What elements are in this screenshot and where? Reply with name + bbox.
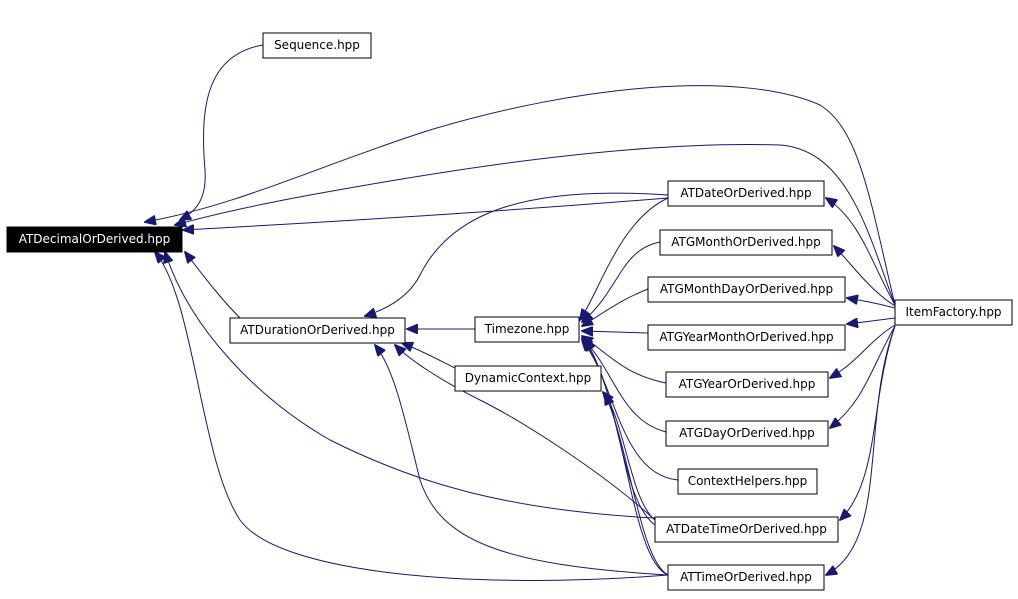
edge-atdate-to-timezone: [580, 197, 669, 320]
node-dynamiccontext[interactable]: DynamicContext.hpp: [454, 365, 602, 392]
edge-itemfactory-to-atdate: [826, 198, 896, 306]
node-atgyearorderived[interactable]: ATGYearOrDerived.hpp: [665, 371, 829, 398]
node-sequence[interactable]: Sequence.hpp: [262, 32, 372, 59]
node-label: ATGMonthOrDerived.hpp: [671, 235, 821, 249]
edge-atduration-to-atdecimal: [185, 252, 241, 319]
node-contexthelpers[interactable]: ContextHelpers.hpp: [677, 468, 818, 495]
node-label: ATDecimalOrDerived.hpp: [19, 232, 171, 246]
edge-sequence-to-atdecimal: [180, 44, 264, 220]
edge-attime-to-dynamiccontext: [605, 394, 669, 576]
node-label: Timezone.hpp: [484, 322, 570, 336]
edge-atgyearmonth-to-timezone: [582, 331, 649, 333]
node-label: ATDurationOrDerived.hpp: [240, 323, 395, 337]
edge-itemfactory-to-attime: [826, 325, 896, 575]
edge-itemfactory-to-atgyear: [830, 324, 896, 378]
node-atdurationorderived[interactable]: ATDurationOrDerived.hpp: [229, 317, 406, 344]
node-label: ContextHelpers.hpp: [688, 474, 808, 488]
node-label: ATDateTimeOrDerived.hpp: [666, 522, 827, 536]
node-atdateorderived[interactable]: ATDateOrDerived.hpp: [667, 180, 825, 207]
node-atgmonthorderived[interactable]: ATGMonthOrDerived.hpp: [659, 229, 833, 256]
node-atgdayorderived[interactable]: ATGDayOrDerived.hpp: [665, 420, 829, 447]
edge-itemfactory-to-atgyearmonth: [847, 317, 896, 324]
header-nodes: ATDecimalOrDerived.hpp Sequence.hpp ATDu…: [6, 32, 1013, 591]
edge-attime-to-atduration: [375, 345, 669, 576]
node-label: ATGYearOrDerived.hpp: [679, 377, 816, 391]
node-atdecimalorderived[interactable]: ATDecimalOrDerived.hpp: [6, 226, 183, 253]
node-itemfactory[interactable]: ItemFactory.hpp: [894, 299, 1013, 326]
node-label: ATGMonthDayOrDerived.hpp: [660, 282, 833, 296]
edge-atdate-to-atduration: [365, 192, 669, 316]
node-atdatetimeorderived[interactable]: ATDateTimeOrDerived.hpp: [654, 516, 839, 543]
edge-atdatetime-to-dynamiccontext: [603, 392, 656, 521]
node-timezone[interactable]: Timezone.hpp: [474, 316, 580, 343]
edge-contexthelpers-to-timezone: [582, 340, 679, 481]
edge-attime-to-atdecimal: [155, 252, 669, 581]
edge-atgmonth-to-timezone: [582, 241, 661, 322]
node-label: ATTimeOrDerived.hpp: [680, 570, 812, 584]
node-label: ATGYearMonthOrDerived.hpp: [659, 330, 833, 344]
node-label: ATGDayOrDerived.hpp: [679, 426, 815, 440]
edge-dynamiccontext-to-atduration: [402, 343, 456, 369]
edge-itemfactory-to-atdatetime: [840, 325, 896, 520]
node-label: Sequence.hpp: [274, 38, 360, 52]
edge-itemfactory-to-atdecimal-2: [175, 144, 896, 306]
node-atgmonthdayorderived[interactable]: ATGMonthDayOrDerived.hpp: [647, 276, 846, 303]
node-label: ATDateOrDerived.hpp: [680, 186, 811, 200]
edge-itemfactory-to-atgmonthday: [847, 298, 896, 309]
edge-atdatetime-to-atduration: [395, 345, 656, 521]
edge-itemfactory-to-atgmonth: [834, 246, 896, 307]
node-atgyearmonthorderived[interactable]: ATGYearMonthOrDerived.hpp: [647, 324, 846, 351]
edge-atdate-to-atdecimal: [183, 197, 669, 230]
edge-itemfactory-to-atdecimal-top: [145, 85, 896, 306]
edge-itemfactory-to-atgday: [830, 325, 896, 428]
node-label: ItemFactory.hpp: [905, 305, 1001, 319]
node-attimeorderived[interactable]: ATTimeOrDerived.hpp: [667, 564, 825, 591]
dependency-edges: [145, 44, 896, 581]
node-label: DynamicContext.hpp: [465, 371, 592, 385]
edge-atgmonthday-to-timezone: [582, 288, 649, 326]
edge-atdatetime-to-atdecimal: [165, 252, 656, 519]
